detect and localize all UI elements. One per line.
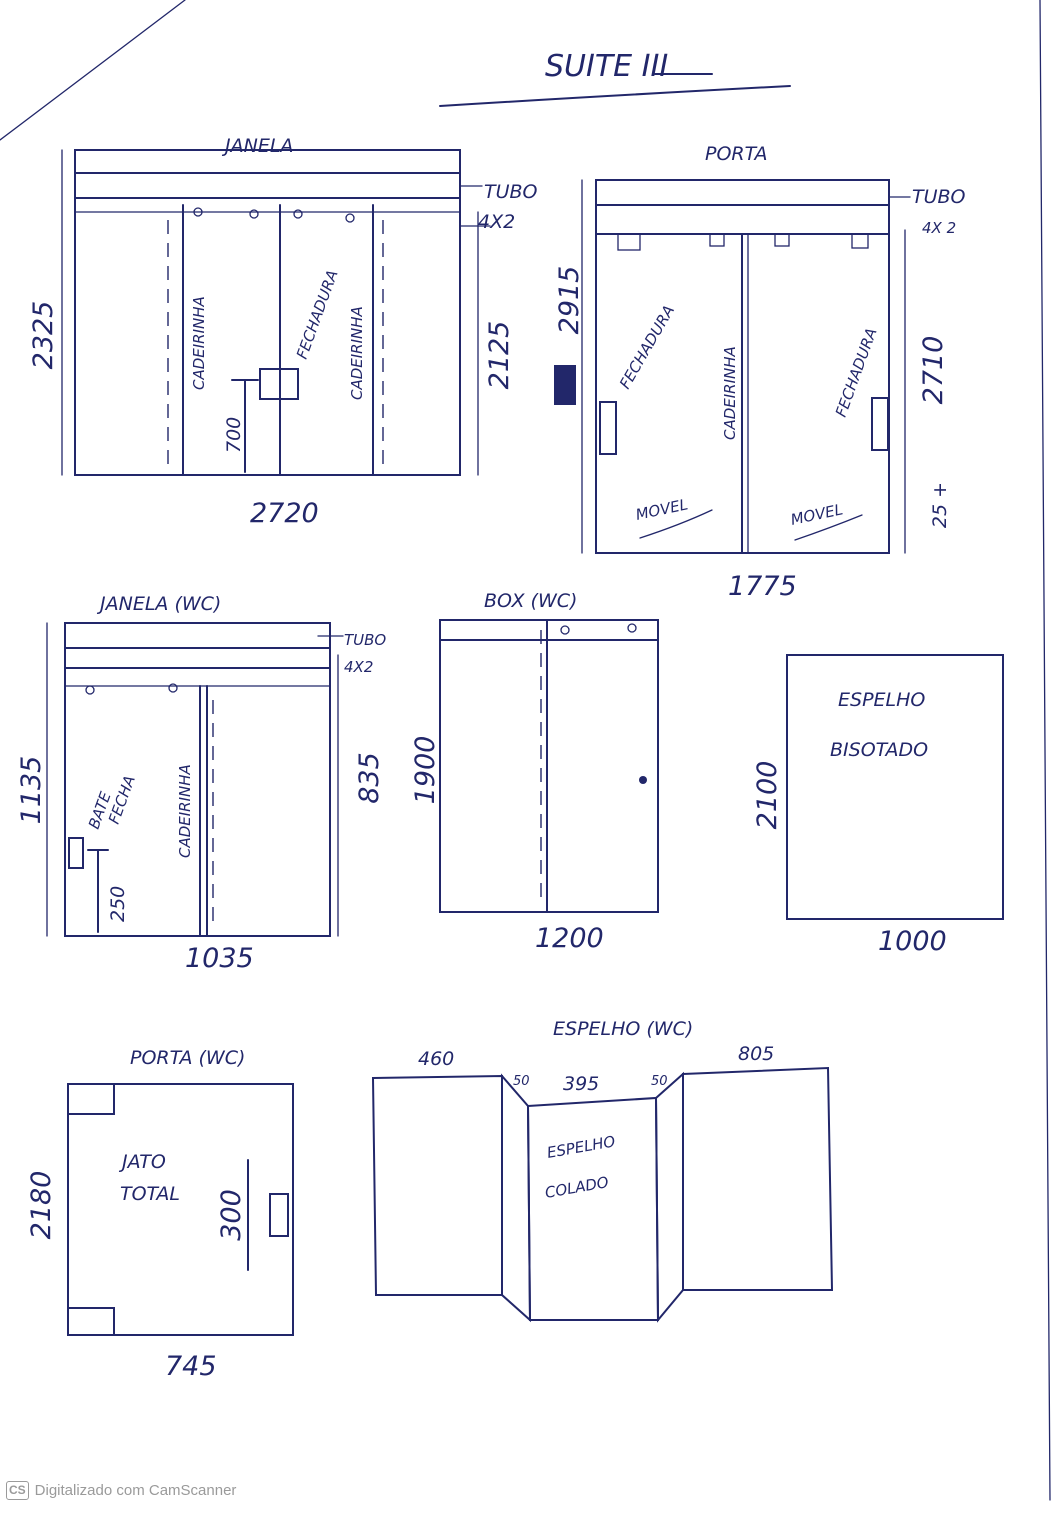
porta-wc-height: 2180 <box>26 1171 57 1240</box>
porta-tubo-size: 4X 2 <box>922 219 956 237</box>
espelho-wc-left-panel <box>371 1074 503 1296</box>
scanner-logo: CS <box>6 1481 29 1500</box>
janela-title: JANELA <box>221 135 293 157</box>
janela-roller-1 <box>193 207 203 217</box>
porta-roller-4 <box>851 233 869 249</box>
porta-tubo-label: TUBO <box>912 186 966 208</box>
janela-width: 2720 <box>250 498 319 529</box>
espelho-wc-center-width: 395 <box>563 1073 599 1095</box>
box-wc-drawing: BOX (WC) 1900 1200 <box>410 590 659 954</box>
porta-wc-hinge-bottom <box>67 1307 115 1336</box>
janela-inner-height: 2125 <box>484 321 515 390</box>
porta-wc-handle-length: 300 <box>216 1189 247 1241</box>
espelho-wc-line2: COLADO <box>544 1173 611 1202</box>
box-wc-frame <box>439 619 659 913</box>
porta-wc-lock <box>269 1193 289 1237</box>
espelho-wc-line1: ESPELHO <box>546 1132 617 1162</box>
title-underline <box>439 85 791 107</box>
porta-movel-right-arrow <box>794 514 863 541</box>
espelho-wc-corner-right: 50 <box>651 1074 668 1089</box>
janela-roller-4 <box>345 213 355 223</box>
espelho-bisotado-line2: BISOTADO <box>830 739 928 761</box>
porta-fechadura-right: FECHADURA <box>832 325 881 419</box>
espelho-wc-right-panel <box>682 1066 834 1291</box>
janela-drawing: JANELA 2325 TUBO 4X2 2125 CADEIRINHA FEC… <box>28 135 538 529</box>
janela-wc-roller-2 <box>168 683 178 693</box>
janela-roller-3 <box>293 209 303 219</box>
espelho-wc-drawing: ESPELHO (WC) 460 805 50 395 50 ESPELHO C… <box>371 1018 834 1323</box>
janela-cadeirinha-left: CADEIRINHA <box>190 296 208 390</box>
janela-tubo-size: 4X2 <box>478 211 515 233</box>
janela-wc-handle-height: 250 <box>107 886 129 922</box>
espelho-wc-corner-left: 50 <box>513 1074 530 1089</box>
porta-wc-line2: TOTAL <box>120 1183 180 1205</box>
box-wc-knob <box>639 776 647 784</box>
espelho-wc-left-corner <box>501 1073 532 1323</box>
porta-wc-frame <box>67 1083 294 1336</box>
janela-wc-roller-1 <box>85 685 95 695</box>
porta-wc-title: PORTA (WC) <box>130 1047 245 1069</box>
espelho-bisotado-frame <box>786 654 1004 920</box>
scanner-text: Digitalizado com CamScanner <box>34 1482 237 1499</box>
box-wc-width: 1200 <box>535 923 604 954</box>
page-edge-line <box>1039 0 1051 1501</box>
janela-roller-2 <box>249 209 259 219</box>
espelho-wc-right-width: 805 <box>738 1043 774 1065</box>
janela-wc-title: JANELA (WC) <box>96 593 221 615</box>
porta-wc-hinge-top <box>67 1083 115 1115</box>
porta-wc-line1: JATO <box>118 1151 166 1173</box>
espelho-wc-right-corner <box>654 1071 684 1323</box>
janela-wc-inner-height: 835 <box>354 752 385 804</box>
janela-lock <box>259 368 299 400</box>
espelho-wc-left-width: 460 <box>418 1048 454 1070</box>
janela-wc-lock <box>68 837 84 869</box>
janela-height: 2325 <box>28 301 59 370</box>
box-wc-roller-1 <box>560 625 570 635</box>
espelho-bisotado-width: 1000 <box>878 926 947 957</box>
box-wc-roller-2 <box>627 623 637 633</box>
janela-wc-drawing: JANELA (WC) 1135 TUBO 4X2 835 BATE FECHA… <box>16 593 386 974</box>
janela-cadeirinha-right: CADEIRINHA <box>348 306 366 400</box>
page-fold-line <box>0 0 186 141</box>
box-wc-title: BOX (WC) <box>484 590 577 612</box>
porta-height: 2915 <box>554 266 585 335</box>
porta-fechadura-left: FECHADURA <box>616 302 678 392</box>
porta-roller-1 <box>617 233 641 251</box>
page-title: SUITE III <box>545 49 668 84</box>
porta-title: PORTA <box>705 143 767 165</box>
porta-inner-height: 2710 <box>918 336 949 405</box>
scanner-watermark: CS Digitalizado com CamScanner <box>6 1481 236 1500</box>
janela-frame <box>74 149 461 476</box>
porta-width: 1775 <box>728 571 797 602</box>
espelho-wc-title: ESPELHO (WC) <box>553 1018 693 1040</box>
porta-lock-right <box>871 397 889 451</box>
janela-tubo-label: TUBO <box>484 181 538 203</box>
janela-handle-height: 700 <box>223 417 245 453</box>
porta-wc-drawing: PORTA (WC) JATO TOTAL 300 2180 745 <box>26 1047 294 1382</box>
box-wc-height: 1900 <box>410 736 441 805</box>
espelho-wc-center-panel <box>526 1096 660 1321</box>
porta-plus-value: 25 + <box>929 482 951 528</box>
janela-wc-frame <box>64 622 331 937</box>
espelho-bisotado-line1: ESPELHO <box>838 689 925 711</box>
porta-drawing: PORTA 2915 TUBO 4X 2 2710 25 + FECHADURA… <box>554 143 966 602</box>
porta-roller-3 <box>774 233 790 247</box>
porta-scribble-mark <box>554 365 576 405</box>
porta-lock-left <box>599 401 617 455</box>
janela-wc-width: 1035 <box>185 943 254 974</box>
janela-wc-tubo-label: TUBO <box>344 631 386 649</box>
porta-wc-width: 745 <box>165 1351 217 1382</box>
porta-cadeirinha: CADEIRINHA <box>721 346 739 440</box>
porta-roller-2 <box>709 233 725 247</box>
porta-movel-left: MOVEL <box>634 495 689 524</box>
espelho-bisotado-height: 2100 <box>752 761 783 830</box>
janela-wc-height: 1135 <box>16 756 47 825</box>
janela-wc-cadeirinha: CADEIRINHA <box>176 764 194 858</box>
janela-wc-tubo-size: 4X2 <box>344 658 373 676</box>
porta-movel-left-arrow <box>639 509 713 539</box>
espelho-bisotado-drawing: ESPELHO BISOTADO 2100 1000 <box>752 654 1004 957</box>
janela-fechadura: FECHADURA <box>293 267 342 361</box>
